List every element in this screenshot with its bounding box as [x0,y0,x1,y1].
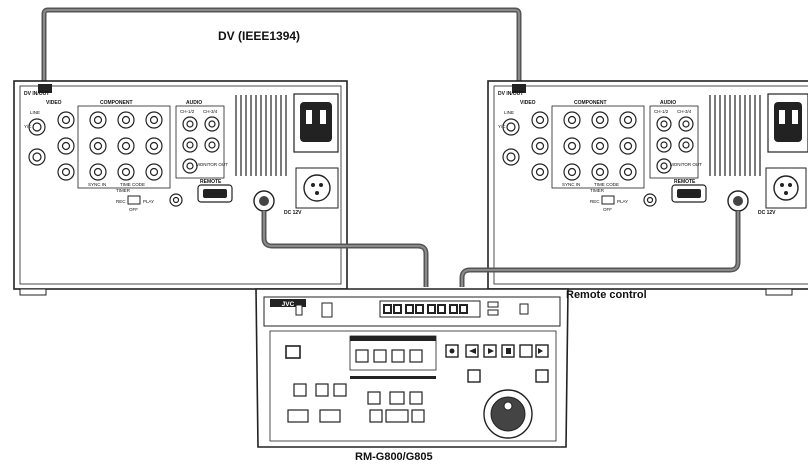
remote-cable-label: Remote control [566,289,647,301]
play-label-left: PLAY [143,199,154,204]
line-label-left: LINE [30,110,40,115]
play-label-right: PLAY [617,199,628,204]
component-label-left: COMPONENT [100,100,133,106]
line-label-right: LINE [504,110,514,115]
time-code-label-left: TIME CODE [120,182,145,187]
sync-in-label-left: SYNC IN [88,182,106,187]
dv-cable [41,7,522,86]
yc-label-left: Y/C [24,124,32,129]
time-code-label-right: TIME CODE [594,182,619,187]
controller-brand-logo: JVC [282,301,295,308]
video-label-right: VIDEO [520,100,536,106]
dc12v-label-left: DC 12V [284,210,302,216]
monitor-out-label-right: MONITOR OUT [670,162,702,167]
component-label-right: COMPONENT [574,100,607,106]
off-label-right: OFF [603,207,612,212]
timer-label-left: TIMER [116,188,131,193]
video-label-left: VIDEO [46,100,62,106]
off-label-left: OFF [129,207,138,212]
sync-in-label-right: SYNC IN [562,182,580,187]
rec-label-right: REC [590,199,600,204]
ch12-label-right: CH-1/2 [654,109,669,114]
dv-port-label-right: DV IN/OUT [498,91,523,97]
audio-label-right: AUDIO [660,100,676,106]
dv-port-right [512,84,526,93]
yc-label-right: Y/C [498,124,506,129]
ch12-label-left: CH-1/2 [180,109,195,114]
monitor-out-label-left: MONITOR OUT [196,162,228,167]
timer-label-right: TIMER [590,188,605,193]
dc12v-label-right: DC 12V [758,210,776,216]
remote-label-left: REMOTE [200,179,222,185]
rec-label-left: REC [116,199,126,204]
ch34-label-left: CH-3/4 [203,109,218,114]
ch34-label-right: CH-3/4 [677,109,692,114]
audio-label-left: AUDIO [186,100,202,106]
remote-label-right: REMOTE [674,179,696,185]
edit-controller: JVC [255,288,569,448]
dv-cable-label: DV (IEEE1394) [218,29,301,43]
deck-right: TIMER REC PLAY OFF DV IN/OUT VIDEO COMPO… [487,80,808,296]
controller-model-label: RM-G800/G805 [355,451,433,463]
dv-port-label-left: DV IN/OUT [24,91,49,97]
deck-left: TIMER REC PLAY OFF DV IN/OUT VIDEO COMPO… [13,80,348,296]
dv-port-left [38,84,52,93]
